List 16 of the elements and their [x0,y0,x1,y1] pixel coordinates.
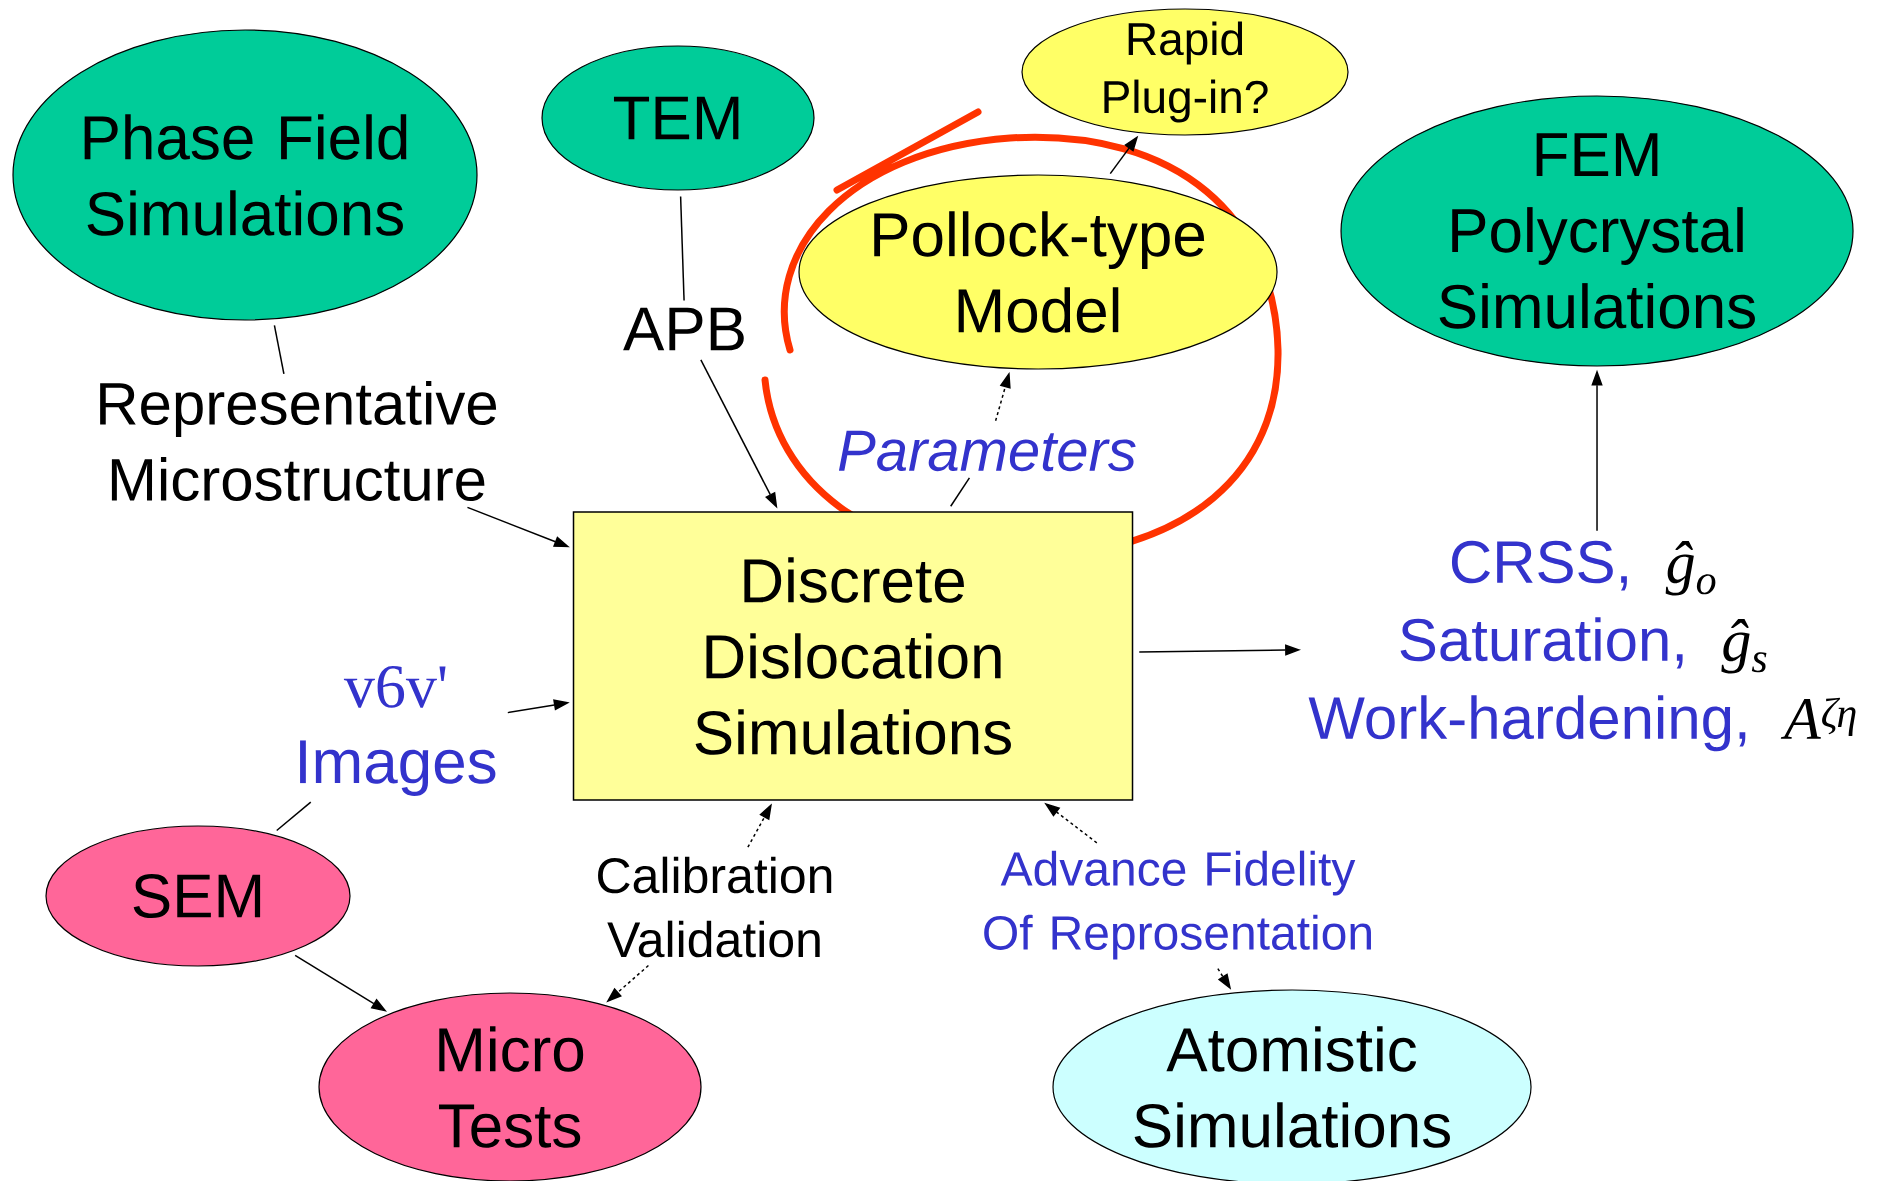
result-text: CRSS, ĝ$_{o}$ Saturation, ĝ$_{s}$ Work-hardening, A$^{ζη}$ [1308,540,1856,752]
ellipse-node: Atomistic Simulations [1052,989,1532,1181]
text-label: Parameters [838,430,1136,472]
text-label: Representative Microstructure [100,381,497,502]
text-label: Advance Fidelity Of Reprosentation [984,850,1371,960]
ellipse-node: FEM Polycrystal Simulations [1340,95,1854,367]
ellipse-node: Micro Tests [318,992,702,1181]
ellipse-node: Pollock-type Model [798,174,1278,370]
text-label: APB [623,307,744,351]
ellipse-node: TEM [541,45,815,191]
text-label: Calibration Validation [598,856,832,958]
ellipse-node: SEM [45,825,351,967]
process-box: Discrete Dislocation Simulations [572,511,1134,801]
ellipse-node: Rapid Plug-in? [1021,8,1349,136]
ellipse-node: Phase Field Simulations [12,29,478,321]
text-label: v6v' Images [300,666,496,796]
